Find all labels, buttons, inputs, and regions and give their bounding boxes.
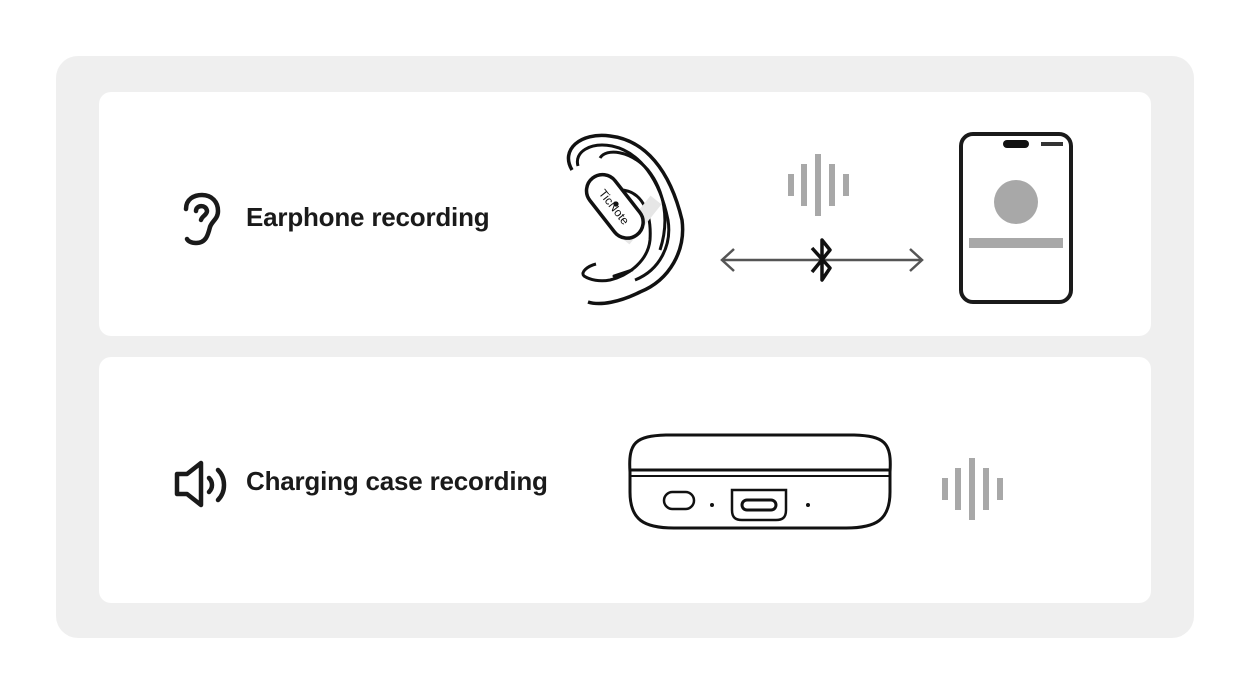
bluetooth-link-arrow xyxy=(720,238,924,282)
earphone-in-ear-illustration: TicNote xyxy=(566,133,685,306)
sound-wave-icon xyxy=(788,154,849,216)
bluetooth-icon xyxy=(810,238,832,282)
earphone-recording-label: Earphone recording xyxy=(246,202,490,232)
sound-wave-icon xyxy=(942,458,1003,520)
charging-case-recording-label: Charging case recording xyxy=(246,466,548,496)
smartphone-illustration xyxy=(959,132,1073,304)
charging-case-recording-card xyxy=(99,357,1151,603)
speaker-icon xyxy=(174,460,227,508)
ear-icon xyxy=(183,192,221,246)
charging-case-illustration xyxy=(628,433,892,530)
